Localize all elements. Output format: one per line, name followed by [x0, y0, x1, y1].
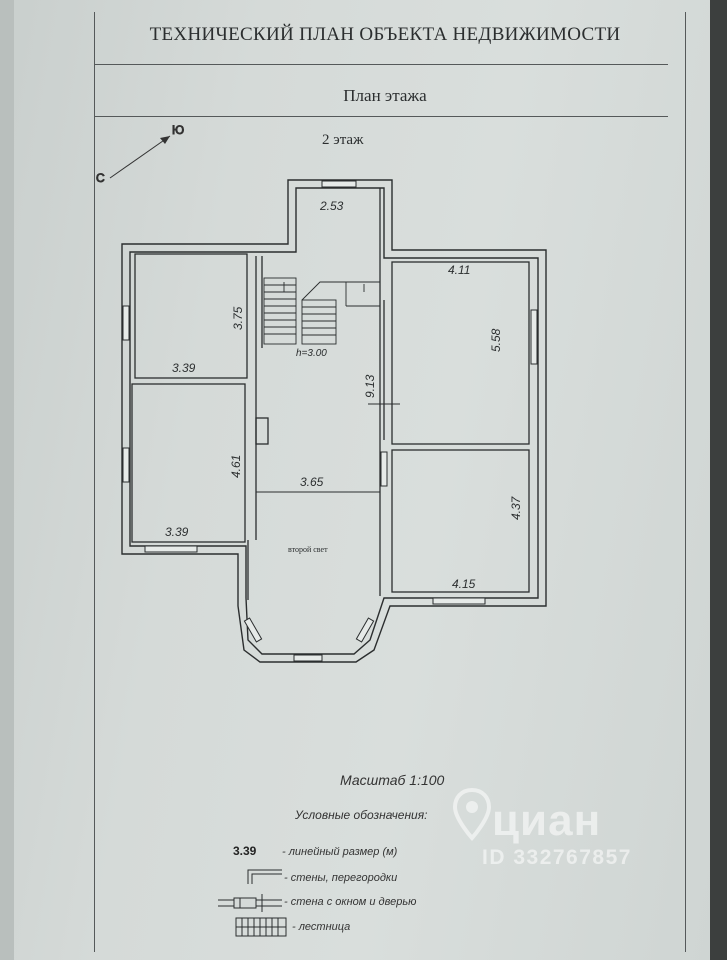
- legend-linear-size: - линейный размер (м): [282, 846, 398, 858]
- dim-se-room-width: 4.15: [452, 577, 476, 591]
- dim-hall-length: 9.13: [363, 374, 377, 398]
- interior-walls: [131, 188, 530, 600]
- scale-label: Масштаб 1:100: [340, 772, 445, 788]
- document-frame: [94, 12, 686, 952]
- plan-title: План этажа: [343, 86, 427, 105]
- staircase: [263, 277, 380, 345]
- dim-hall-width: 3.65: [300, 475, 324, 489]
- legend-walls: - стены, перегородки: [284, 872, 398, 884]
- document-title: ТЕХНИЧЕСКИЙ ПЛАН ОБЪЕКТА НЕДВИЖИМОСТИ: [149, 24, 621, 45]
- dim-nw-room-width: 3.39: [172, 361, 196, 375]
- dim-ne-room-width: 4.11: [448, 263, 470, 277]
- dim-ne-room-height: 5.58: [489, 328, 503, 352]
- outer-walls: [121, 179, 547, 663]
- paper-sheet: [0, 0, 710, 960]
- legend-title: Условные обозначения:: [295, 808, 428, 822]
- dim-nw-room-height: 3.75: [231, 306, 245, 330]
- plan-divider: [94, 116, 668, 117]
- floor-label: 2 этаж: [322, 132, 364, 148]
- legend-sample-value: 3.39: [233, 844, 257, 858]
- room-second-light: второй свет: [288, 545, 328, 554]
- dim-sw-room-height: 4.61: [229, 455, 243, 478]
- compass-south-label: С: [96, 171, 105, 185]
- dim-sw-room-width: 3.39: [165, 525, 189, 539]
- dim-se-room-height: 4.37: [509, 495, 523, 520]
- title-divider: [94, 64, 668, 65]
- legend-walls-window-door: - стена с окном и дверью: [284, 896, 417, 908]
- dim-ceiling-height: h=3.00: [296, 348, 327, 359]
- legend-samples: [218, 869, 287, 937]
- compass: Ю С: [96, 123, 185, 186]
- dim-top-room: 2.53: [319, 199, 344, 213]
- windows: [122, 180, 538, 662]
- page-edge: [0, 0, 14, 960]
- compass-north-label: Ю: [172, 123, 184, 137]
- legend-stairs: - лестница: [292, 921, 351, 933]
- floor-plan: Ю С: [96, 123, 547, 937]
